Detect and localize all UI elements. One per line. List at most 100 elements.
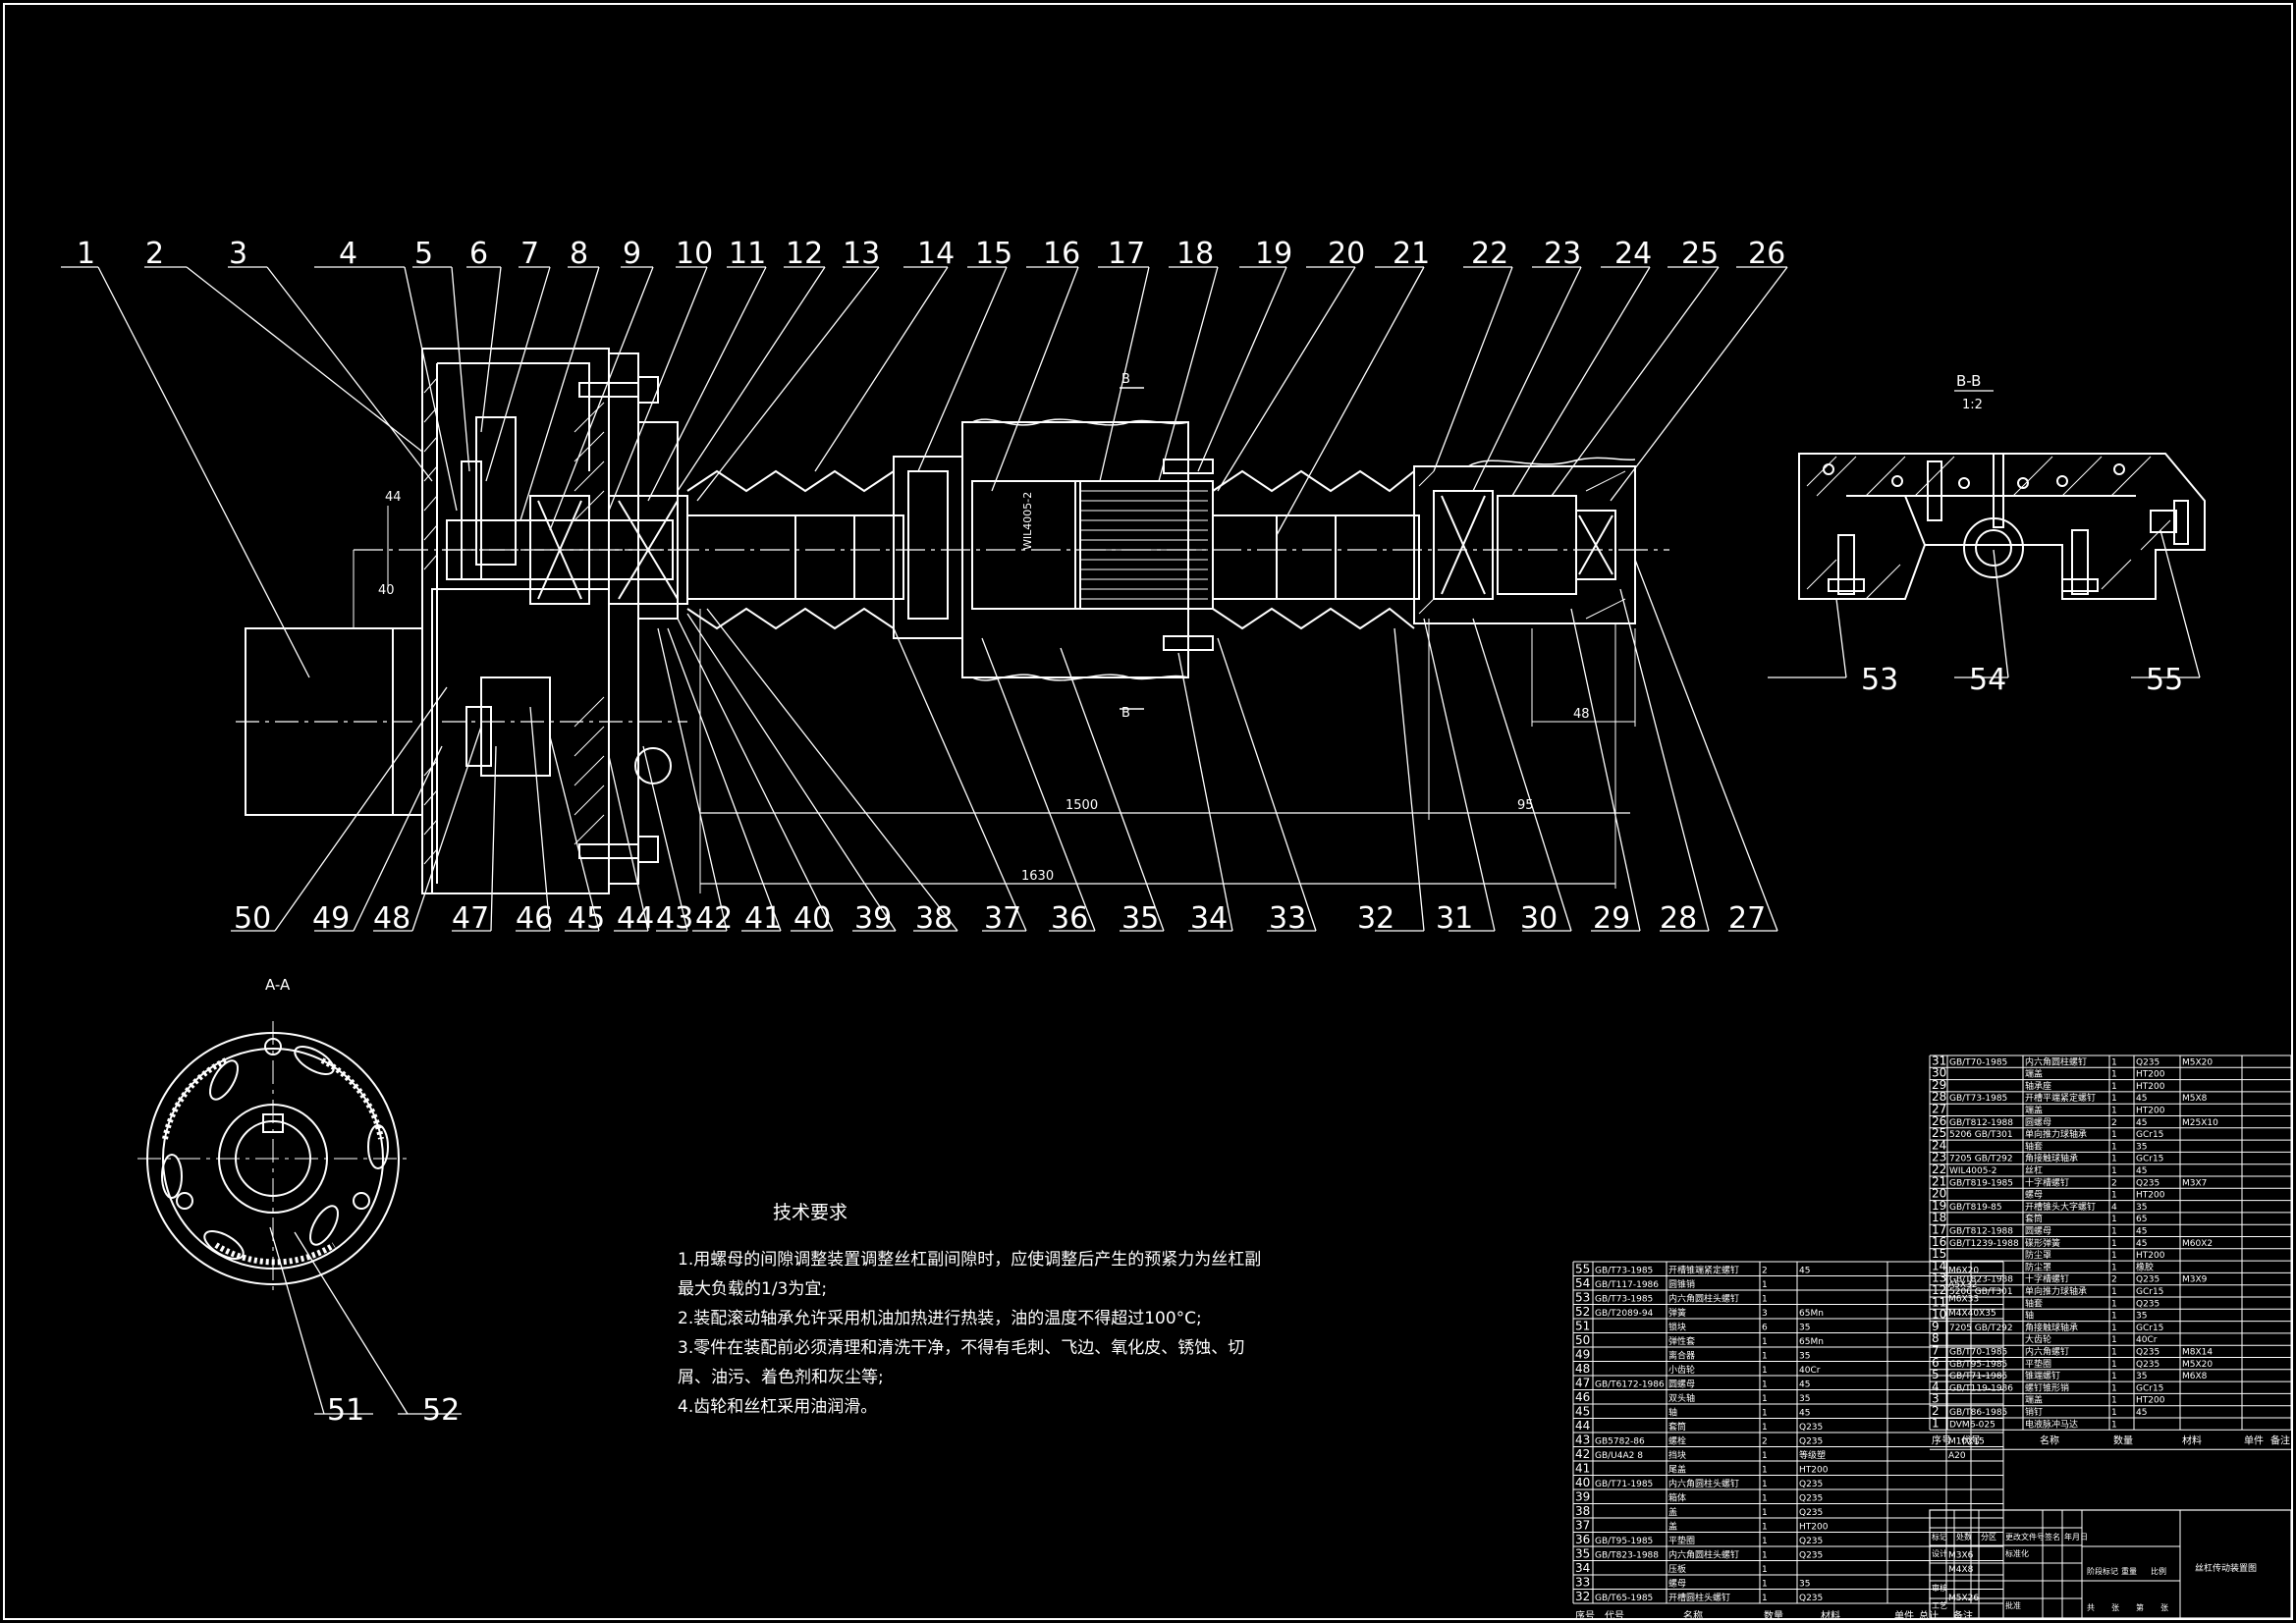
title-block-label: 签名 — [2045, 1532, 2060, 1542]
bom-right-cell: 圆螺母 — [2025, 1117, 2051, 1128]
bom-right-cell: HT200 — [2136, 1070, 2165, 1080]
tech-item-3: 3.零件在装配前必须清理和清洗干净，不得有毛刺、飞边、氧化皮、锈蚀、切屑、油污、… — [678, 1338, 1245, 1387]
bom-right-cell: 45 — [2136, 1166, 2147, 1176]
bom-left-cell: 1 — [1762, 1366, 1768, 1376]
bom-right-cell: 14 — [1932, 1259, 1946, 1272]
bom-left-cell: Q235 — [1799, 1494, 1823, 1504]
bom-right-cell: 25 — [1932, 1126, 1946, 1140]
bom-left-cell: 43 — [1575, 1434, 1590, 1447]
bom-right-header: 序号 — [1932, 1434, 1951, 1446]
bom-right-cell: 5206 GB/T301 — [1949, 1287, 2013, 1297]
bom-left-cell: 38 — [1575, 1504, 1590, 1518]
balloon-32: 32 — [1357, 901, 1394, 936]
bom-right-cell: 2 — [2111, 1275, 2117, 1285]
balloon-35: 35 — [1121, 901, 1159, 936]
bom-left-header: 备注 — [1953, 1609, 1973, 1622]
bom-right-cell: GB/T119-1986 — [1949, 1383, 2013, 1393]
bom-right-cell: M5X20 — [2182, 1360, 2213, 1370]
dim-40: 40 — [378, 583, 395, 598]
bom-right-cell: 1 — [2111, 1420, 2117, 1430]
bom-right-cell: 十字槽螺钉 — [2025, 1273, 2069, 1285]
bom-right-cell: 13 — [1932, 1271, 1946, 1285]
bom-left-cell: 1 — [1762, 1451, 1768, 1461]
bom-right-cell: M5X20 — [2182, 1057, 2213, 1067]
bom-right-cell: GB/T71-1985 — [1949, 1372, 2007, 1381]
bom-right-cell: M60X2 — [2182, 1239, 2213, 1249]
bom-left-cell: 35 — [1799, 1394, 1810, 1404]
bom-left-cell: 1 — [1762, 1580, 1768, 1590]
bom-right-cell: GCr15 — [2136, 1324, 2163, 1333]
bom-left-cell: 36 — [1575, 1533, 1590, 1546]
bom-left-header: 材料 — [1821, 1609, 1840, 1622]
bom-right-cell: 螺钉锥形销 — [2025, 1381, 2069, 1393]
dim-48: 48 — [1573, 707, 1590, 722]
bom-right-cell: 31 — [1932, 1054, 1946, 1067]
bom-left-cell: 35 — [1799, 1324, 1810, 1333]
title-block-label: 处数 — [1956, 1532, 1972, 1542]
bom-left-cell: GB5782-86 — [1595, 1437, 1645, 1447]
bom-right-cell: 11 — [1932, 1295, 1946, 1309]
bom-left-cell: 37 — [1575, 1519, 1590, 1533]
balloon-7: 7 — [520, 237, 539, 271]
bom-right-cell: 1 — [2111, 1287, 2117, 1297]
bom-right-cell: 丝杠 — [2025, 1164, 2043, 1176]
bom-left-cell: 40Cr — [1799, 1366, 1821, 1376]
balloon-17: 17 — [1108, 237, 1145, 271]
bom-left-cell: 39 — [1575, 1490, 1590, 1504]
bom-left-cell: Q235 — [1799, 1508, 1823, 1518]
bom-right-cell: 3 — [1932, 1392, 1940, 1406]
bom-left-cell: 49 — [1575, 1348, 1590, 1362]
bom-left-cell: 54 — [1575, 1276, 1590, 1290]
bom-left-cell: 35 — [1575, 1547, 1590, 1561]
bom-left-cell: 盖 — [1668, 1521, 1677, 1533]
balloon-54: 54 — [1969, 663, 2006, 697]
bom-right-cell: 19 — [1932, 1199, 1946, 1213]
bom-right-cell: 12 — [1932, 1283, 1946, 1297]
bom-left-cell: 螺母 — [1668, 1579, 1686, 1590]
bom-right-cell: GB/T812-1988 — [1949, 1227, 2013, 1237]
section-aa-title: A-A — [265, 976, 291, 994]
bom-right-cell: 1 — [2111, 1094, 2117, 1104]
bom-right-cell: Q235 — [2136, 1178, 2159, 1188]
tech-item-2: 2.装配滚动轴承允许采用机油加热进行热装，油的温度不得超过100°C; — [678, 1309, 1202, 1328]
bom-right-cell: DVM6-025 — [1949, 1420, 1995, 1430]
balloon-22: 22 — [1471, 237, 1508, 271]
bom-left-cell: 1 — [1762, 1380, 1768, 1390]
bom-right-cell: 角接触球轴承 — [2025, 1322, 2078, 1333]
drawing-border — [3, 3, 2293, 1620]
bom-left-cell: 1 — [1762, 1423, 1768, 1433]
bom-right-cell: Q235 — [2136, 1275, 2159, 1285]
bom-right-cell: GB/T819-85 — [1949, 1203, 2002, 1213]
bom-right-cell: 15 — [1932, 1247, 1946, 1261]
balloon-40: 40 — [793, 901, 831, 936]
bom-right-cell: Q235 — [2136, 1057, 2159, 1067]
bom-left-cell: 41 — [1575, 1462, 1590, 1476]
bom-left-cell: 55 — [1575, 1263, 1590, 1276]
b-marker-bottom: B — [1121, 706, 1130, 721]
bom-right-cell: M3X7 — [2182, 1178, 2207, 1188]
balloon-13: 13 — [843, 237, 880, 271]
bom-right-cell: 1 — [2111, 1070, 2117, 1080]
balloon-11: 11 — [729, 237, 766, 271]
bom-left-cell: 1 — [1762, 1352, 1768, 1362]
bom-right-cell: 轴套 — [2025, 1140, 2043, 1152]
bom-right-cell: 1 — [2111, 1057, 2117, 1067]
bom-left-cell: 50 — [1575, 1333, 1590, 1347]
bom-left-cell: Q235 — [1799, 1594, 1823, 1603]
bom-right-cell: 开槽平端紧定螺钉 — [2025, 1092, 2096, 1104]
balloon-20: 20 — [1328, 237, 1365, 271]
bom-right-cell: 23 — [1932, 1151, 1946, 1164]
bom-left-cell: 40 — [1575, 1476, 1590, 1489]
balloon-46: 46 — [516, 901, 553, 936]
bom-left-cell: GB/T2089-94 — [1595, 1309, 1654, 1319]
bom-right-cell: 20 — [1932, 1187, 1946, 1201]
bom-right-cell: 26 — [1932, 1114, 1946, 1128]
title-block-label: 张 — [2111, 1603, 2119, 1612]
balloon-labels-top: 1 2 3 4 5 6 7 8 9 10 11 12 13 14 15 16 1… — [77, 237, 1785, 271]
bom-left-cell: 开槽圆柱头螺钉 — [1668, 1592, 1730, 1603]
bom-left-cell: 45 — [1575, 1405, 1590, 1419]
bom-right-cell: 4 — [1932, 1380, 1940, 1393]
bom-right-cell: GCr15 — [2136, 1130, 2163, 1140]
bom-right-cell: 29 — [1932, 1078, 1946, 1092]
bom-right-cell: 1 — [2111, 1142, 2117, 1152]
